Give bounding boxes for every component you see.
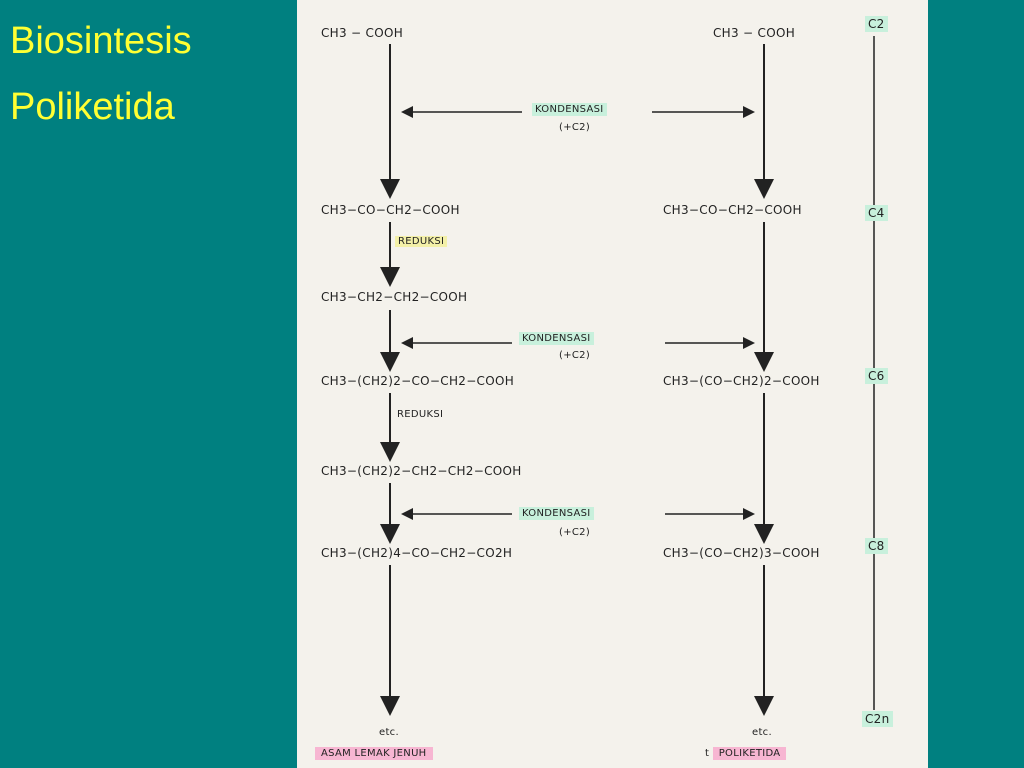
kondensasi-c2-1: (+C2) <box>559 122 591 133</box>
right-start-formula: CH3 − COOH <box>713 26 796 40</box>
left-step4-formula: CH3−(CH2)2−CH2−CH2−COOH <box>321 464 522 478</box>
carbon-c2n: C2n <box>862 711 893 727</box>
right-step2-formula: CH3−(CO−CH2)2−COOH <box>663 374 820 388</box>
left-reduksi-1: REDUKSI <box>395 236 448 247</box>
left-product-label: ASAM LEMAK JENUH <box>315 747 433 760</box>
kondensasi-label-2: KONDENSASI <box>519 332 594 345</box>
scheme-image: CH3 − COOH CH3−CO−CH2−COOH REDUKSI CH3−C… <box>297 0 928 768</box>
carbon-c4: C4 <box>865 205 888 221</box>
left-reduksi-2: REDUKSI <box>397 409 444 420</box>
slide-title: Biosintesis Poliketida <box>10 8 192 140</box>
left-step5-formula: CH3−(CH2)4−CO−CH2−CO2H <box>321 546 513 560</box>
carbon-c6: C6 <box>865 368 888 384</box>
slide-title-line2: Poliketida <box>10 86 175 128</box>
left-step1-formula: CH3−CO−CH2−COOH <box>321 203 460 217</box>
kondensasi-c2-3: (+C2) <box>559 527 591 538</box>
left-step3-formula: CH3−(CH2)2−CO−CH2−COOH <box>321 374 515 388</box>
carbon-c8: C8 <box>865 538 888 554</box>
right-step3-formula: CH3−(CO−CH2)3−COOH <box>663 546 820 560</box>
kondensasi-label-3: KONDENSASI <box>519 507 594 520</box>
kondensasi-label-1: KONDENSASI <box>532 103 607 116</box>
right-etc: etc. <box>752 727 772 738</box>
right-product-label: t POLIKETIDA <box>705 747 787 760</box>
left-etc: etc. <box>379 727 399 738</box>
left-step2-formula: CH3−CH2−CH2−COOH <box>321 290 468 304</box>
kondensasi-c2-2: (+C2) <box>559 350 591 361</box>
carbon-c2: C2 <box>865 16 888 32</box>
slide-title-line1: Biosintesis <box>10 20 192 62</box>
left-start-formula: CH3 − COOH <box>321 26 404 40</box>
right-step1-formula: CH3−CO−CH2−COOH <box>663 203 802 217</box>
